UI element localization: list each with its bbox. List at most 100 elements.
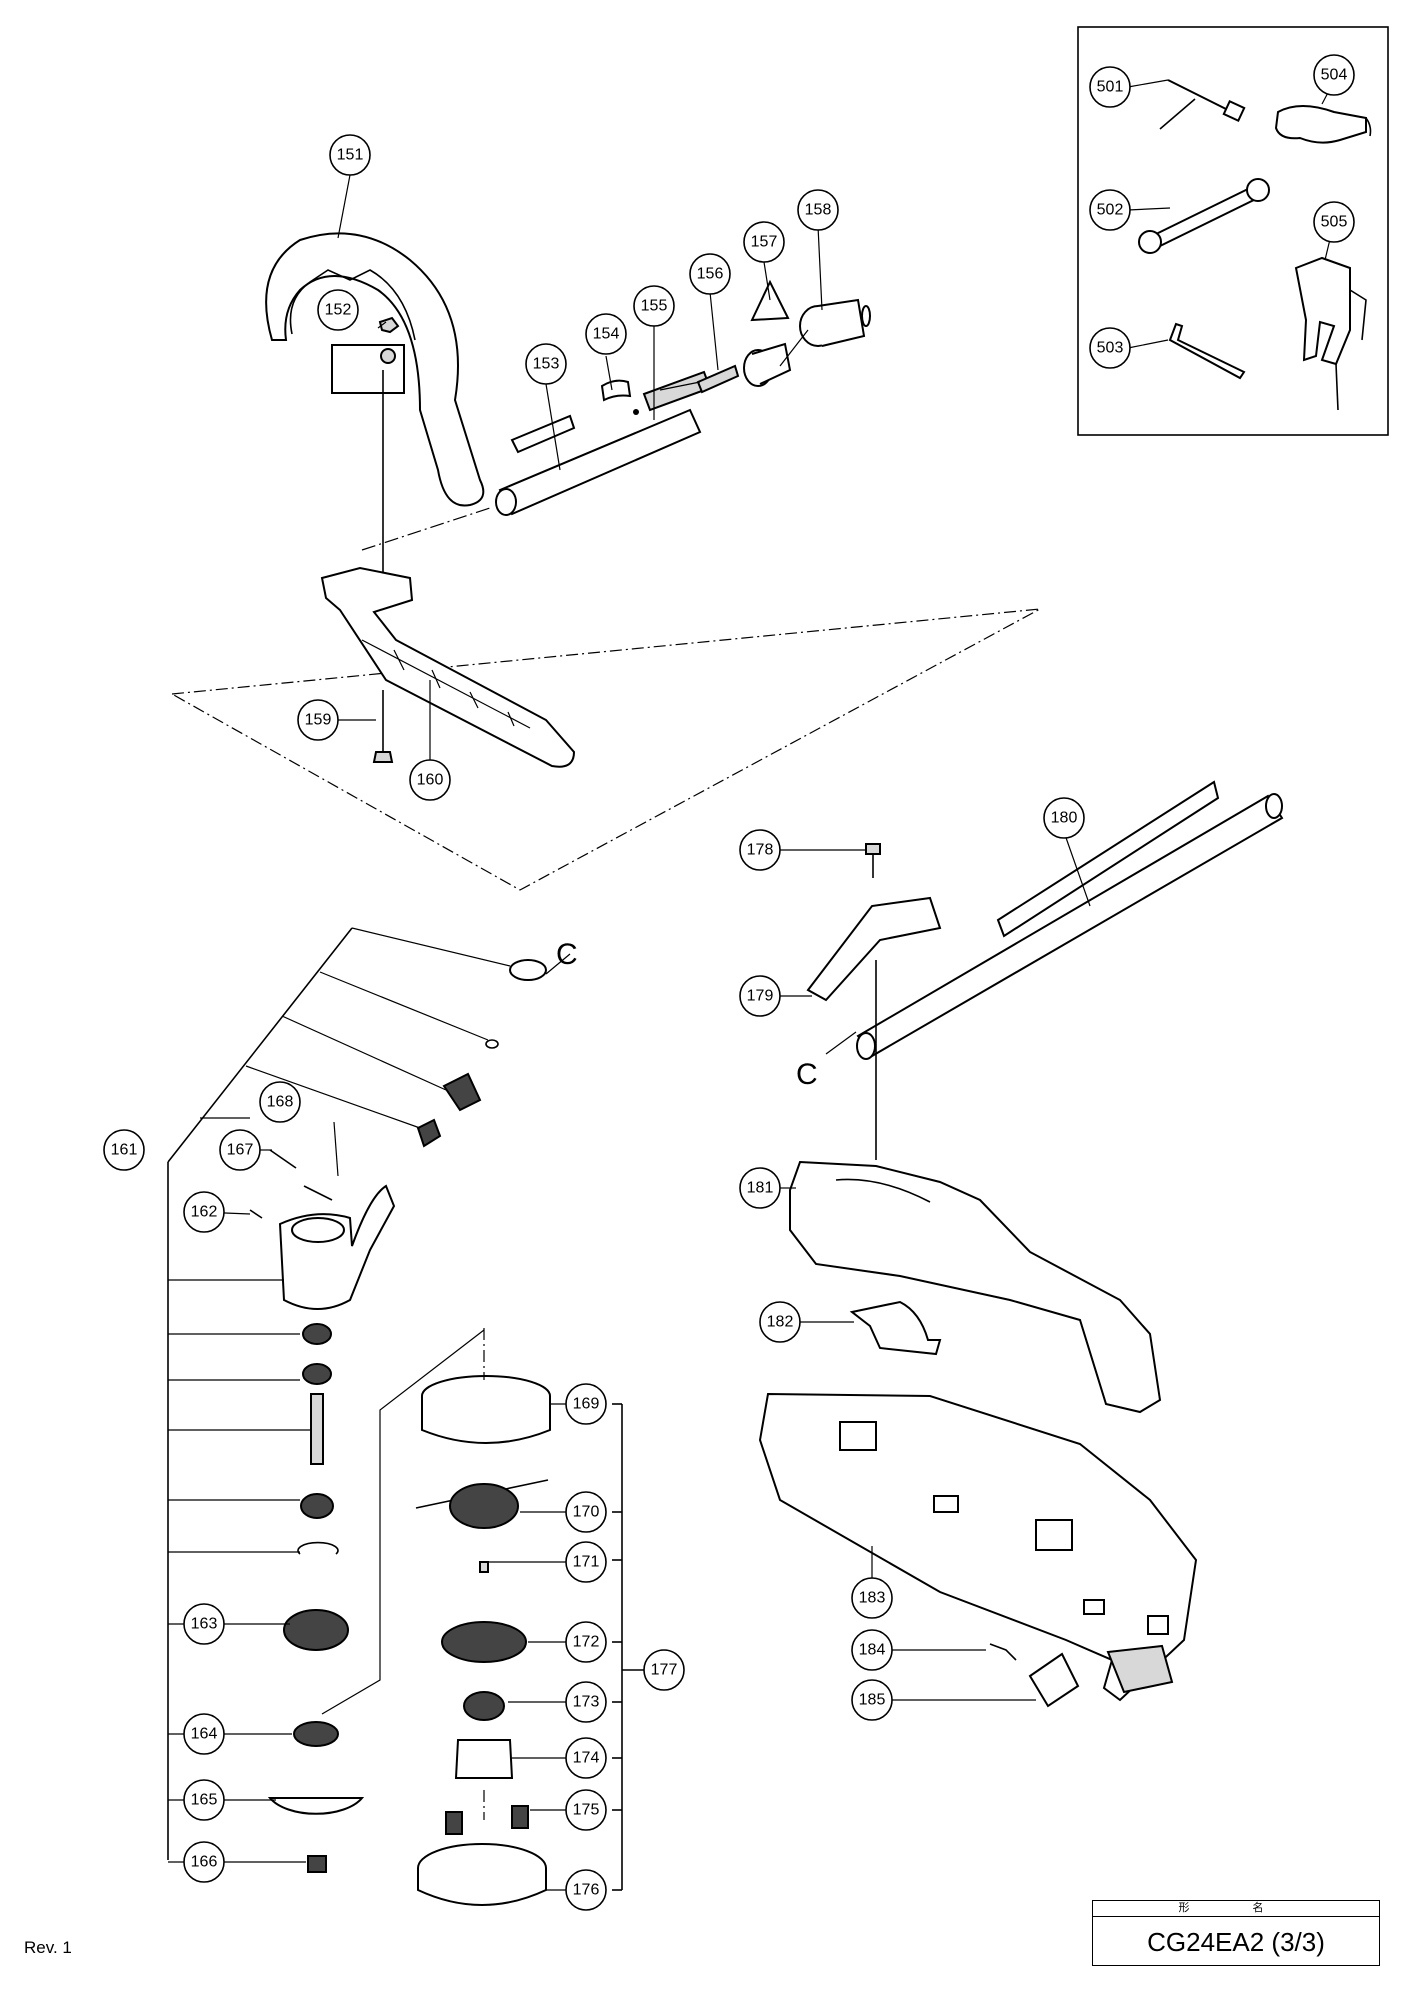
callout-184: 184 <box>851 1629 893 1671</box>
callout-157: 157 <box>743 221 785 263</box>
svg-text:171: 171 <box>573 1554 600 1571</box>
svg-text:169: 169 <box>573 1396 600 1413</box>
svg-text:154: 154 <box>593 326 620 343</box>
svg-text:503: 503 <box>1097 340 1124 357</box>
callout-183: 183 <box>851 1577 893 1619</box>
accessories-box <box>1077 26 1389 436</box>
svg-text:168: 168 <box>267 1094 294 1111</box>
callout-168: 168 <box>259 1081 301 1123</box>
guard-cover-drawing <box>758 1392 1198 1702</box>
callout-164: 164 <box>183 1713 225 1755</box>
bracket-drawing <box>806 843 942 1002</box>
callout-155: 155 <box>633 285 675 327</box>
callout-172: 172 <box>565 1621 607 1663</box>
svg-text:161: 161 <box>111 1142 138 1159</box>
svg-text:164: 164 <box>191 1726 218 1743</box>
callout-152: 152 <box>317 289 359 331</box>
svg-text:178: 178 <box>747 842 774 859</box>
callout-501: 501 <box>1089 66 1131 108</box>
harness-drawing <box>1294 256 1367 411</box>
svg-text:173: 173 <box>573 1694 600 1711</box>
hanger-drawing <box>743 279 792 387</box>
bolt-drawing <box>372 690 394 763</box>
svg-text:166: 166 <box>191 1854 218 1871</box>
screw-drawing <box>989 1643 1017 1661</box>
svg-text:185: 185 <box>859 1692 886 1709</box>
callout-173: 173 <box>565 1681 607 1723</box>
callout-181: 181 <box>739 1167 781 1209</box>
callout-166: 166 <box>183 1841 225 1883</box>
plate-drawing <box>1028 1652 1080 1708</box>
gear-case-drawing <box>249 959 547 1873</box>
svg-text:159: 159 <box>305 712 332 729</box>
svg-text:504: 504 <box>1321 67 1348 84</box>
svg-text:182: 182 <box>767 1314 794 1331</box>
svg-text:180: 180 <box>1051 810 1078 827</box>
svg-text:162: 162 <box>191 1204 218 1221</box>
callout-169: 169 <box>565 1383 607 1425</box>
svg-text:167: 167 <box>227 1142 254 1159</box>
svg-text:183: 183 <box>859 1590 886 1607</box>
model-title-block: 形 名 CG24EA2 (3/3) <box>1092 1900 1380 1966</box>
svg-text:152: 152 <box>325 302 352 319</box>
revision-label: Rev. 1 <box>24 1938 72 1957</box>
main-pipe-drawing <box>856 780 1284 1060</box>
svg-text:156: 156 <box>697 266 724 283</box>
goggles-drawing <box>1274 105 1372 144</box>
svg-text:184: 184 <box>859 1642 886 1659</box>
drive-shaft-drawing <box>696 364 740 394</box>
group-161-bracket <box>167 927 511 1863</box>
svg-text:165: 165 <box>191 1792 218 1809</box>
callout-185: 185 <box>851 1679 893 1721</box>
callout-182: 182 <box>759 1301 801 1343</box>
trimmer-head-drawing <box>415 1375 551 1906</box>
callout-503: 503 <box>1089 327 1131 369</box>
section-mark-c-bottom: C <box>796 1058 818 1091</box>
section-mark-c-top: C <box>556 938 578 971</box>
callout-175: 175 <box>565 1789 607 1831</box>
svg-text:175: 175 <box>573 1802 600 1819</box>
model-number: CG24EA2 (3/3) <box>1147 1927 1325 1957</box>
callout-154: 154 <box>585 313 627 355</box>
drive-pipe-drawing <box>495 370 712 516</box>
svg-text:155: 155 <box>641 298 668 315</box>
guard-drawing <box>789 1160 1162 1414</box>
callout-177: 177 <box>643 1649 685 1691</box>
callout-167: 167 <box>219 1129 261 1171</box>
svg-text:177: 177 <box>651 1662 678 1679</box>
callout-159: 159 <box>297 699 339 741</box>
svg-text:181: 181 <box>747 1180 774 1197</box>
assembly-plane-outline <box>170 608 1041 891</box>
callout-161: 161 <box>103 1129 145 1171</box>
callout-176: 176 <box>565 1869 607 1911</box>
loop-handle-drawing <box>265 232 485 507</box>
callout-502: 502 <box>1089 189 1131 231</box>
leader-lines <box>199 174 1091 1891</box>
box-wrench-drawing <box>1159 79 1246 130</box>
callout-153: 153 <box>525 343 567 385</box>
callout-160: 160 <box>409 759 451 801</box>
callout-504: 504 <box>1313 54 1355 96</box>
model-header: 形 名 <box>1093 1901 1379 1917</box>
nut-drawing <box>378 316 400 334</box>
callout-165: 165 <box>183 1779 225 1821</box>
callout-151: 151 <box>329 134 371 176</box>
hex-key-drawing <box>1168 322 1246 380</box>
svg-text:157: 157 <box>751 234 778 251</box>
callout-163: 163 <box>183 1603 225 1645</box>
collar-drawing <box>799 298 871 347</box>
callout-174: 174 <box>565 1737 607 1779</box>
svg-text:163: 163 <box>191 1616 218 1633</box>
callout-170: 170 <box>565 1491 607 1533</box>
callout-156: 156 <box>689 253 731 295</box>
svg-text:172: 172 <box>573 1634 600 1651</box>
svg-text:179: 179 <box>747 988 774 1005</box>
svg-text:505: 505 <box>1321 214 1348 231</box>
callout-179: 179 <box>739 975 781 1017</box>
svg-text:501: 501 <box>1097 79 1124 96</box>
callout-162: 162 <box>183 1191 225 1233</box>
rear-grip-drawing <box>320 566 576 768</box>
svg-text:158: 158 <box>805 202 832 219</box>
callout-158: 158 <box>797 189 839 231</box>
